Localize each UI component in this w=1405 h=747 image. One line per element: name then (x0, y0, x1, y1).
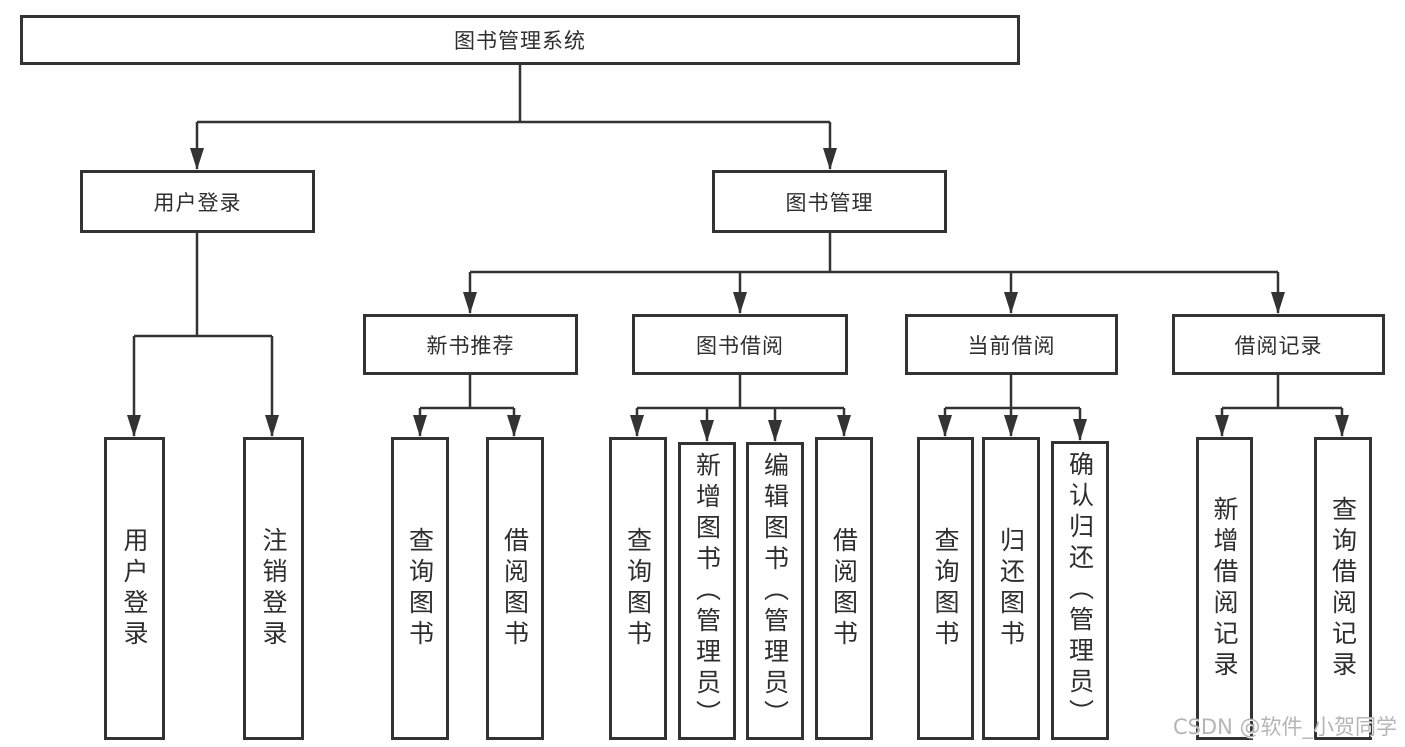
leaf-label: 新增借阅记录 (1210, 495, 1239, 682)
leaf-logout: 注销登录 (243, 437, 304, 740)
leaf-edit-books-admin: 编辑图书（管理员） (746, 442, 804, 740)
node-book-borrowing: 图书借阅 (632, 314, 848, 375)
leaf-query-borrow-record: 查询借阅记录 (1314, 437, 1372, 740)
leaf-add-borrow-record: 新增借阅记录 (1196, 437, 1253, 740)
leaf-borrow-books-2: 借阅图书 (815, 437, 873, 740)
leaf-borrow-books-1: 借阅图书 (486, 437, 544, 740)
node-user-login: 用户登录 (80, 170, 315, 233)
leaf-label: 用户登录 (120, 526, 149, 651)
leaf-label: 查询图书 (405, 526, 435, 651)
leaf-label: 归还图书 (996, 526, 1026, 651)
node-book-management: 图书管理 (712, 170, 947, 233)
leaf-query-books-2: 查询图书 (609, 437, 667, 740)
csdn-watermark: CSDN @软件_小贺同学 (1172, 715, 1397, 739)
leaf-label: 新增图书（管理员） (692, 451, 722, 731)
leaf-add-books-admin: 新增图书（管理员） (678, 442, 736, 740)
node-current-borrowing: 当前借阅 (905, 314, 1118, 375)
node-borrowing-records: 借阅记录 (1172, 314, 1385, 375)
node-new-book-recommend: 新书推荐 (363, 314, 578, 375)
leaf-return-books: 归还图书 (982, 437, 1040, 740)
leaf-confirm-return-admin: 确认归还（管理员） (1051, 441, 1109, 740)
leaf-user-login: 用户登录 (104, 437, 165, 740)
leaf-label: 借阅图书 (829, 526, 859, 651)
leaf-query-books-1: 查询图书 (391, 437, 449, 740)
leaf-label: 借阅图书 (500, 526, 530, 651)
leaf-label: 查询借阅记录 (1328, 495, 1358, 682)
node-root-system: 图书管理系统 (20, 15, 1020, 65)
leaf-label: 确认归还（管理员） (1065, 451, 1095, 730)
leaf-query-books-3: 查询图书 (917, 437, 974, 740)
leaf-label: 注销登录 (259, 526, 288, 651)
leaf-label: 查询图书 (623, 526, 653, 651)
leaf-label: 编辑图书（管理员） (760, 451, 790, 731)
leaf-label: 查询图书 (931, 526, 960, 651)
